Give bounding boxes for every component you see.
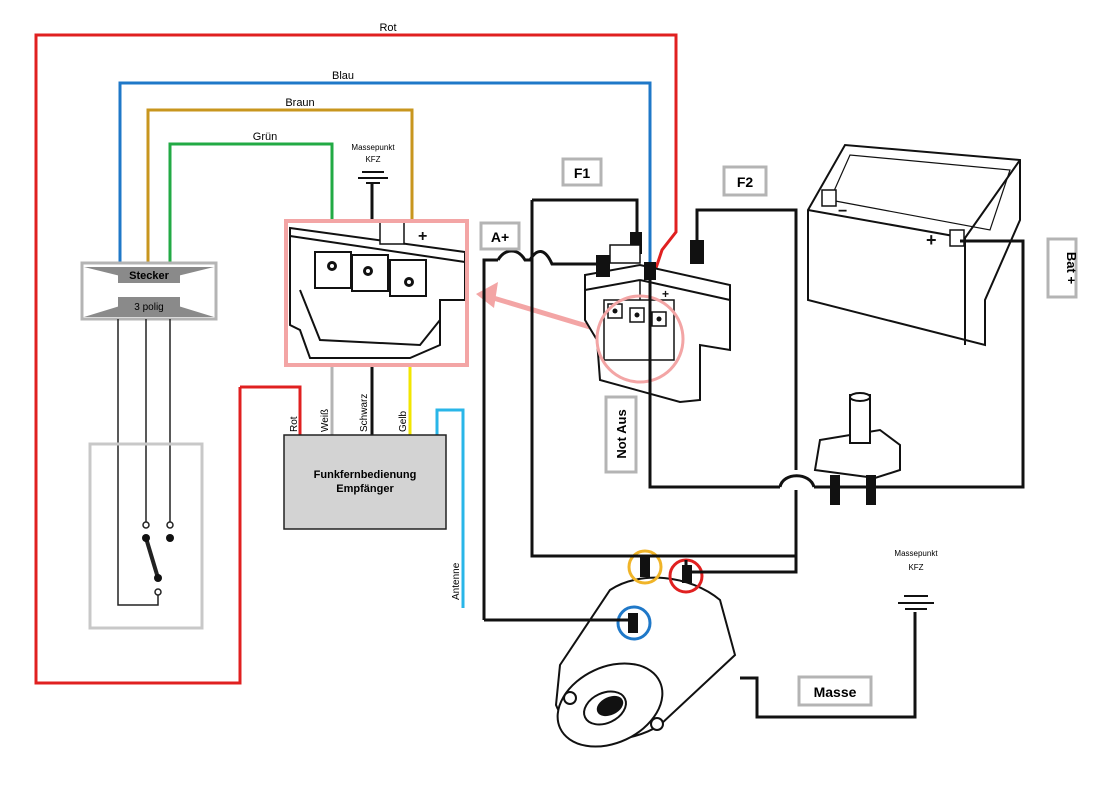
terminal-f1-box: [561, 157, 603, 187]
label-rot: Rot: [379, 22, 396, 34]
svg-text:+: +: [662, 287, 669, 301]
terminal-not-aus-label: Not Aus: [614, 409, 629, 458]
terminal-bat-plus-box: [1046, 237, 1078, 299]
plug-connector: Stecker 3 polig: [80, 261, 218, 321]
terminal-bat-plus-label: Bat +: [1064, 252, 1079, 285]
label-braun: Braun: [285, 97, 314, 109]
plug-subtitle: 3 polig: [134, 302, 163, 313]
plug-title: Stecker: [129, 270, 169, 282]
zoom-arrow-icon: [476, 282, 601, 333]
relay-detail-frame: [284, 219, 469, 367]
label-rot-vertical: Rot: [289, 416, 300, 432]
svg-text:+: +: [926, 230, 937, 250]
motor-terminal-a-ring: [616, 605, 652, 641]
receiver-box: [283, 434, 447, 530]
toggle-switch-icon: [142, 521, 174, 596]
terminal-f2-label: F2: [737, 174, 754, 190]
wire-blue: [118, 81, 652, 270]
wire-brown: [146, 108, 414, 265]
ground-bottom-label-1: Massepunkt: [894, 549, 938, 558]
solenoid-relay: +: [584, 232, 731, 404]
ground-bottom-label-2: KFZ: [908, 563, 923, 572]
label-gelb: Gelb: [398, 410, 409, 432]
wire-green: [168, 142, 334, 265]
label-blau: Blau: [332, 70, 354, 82]
relay-detail-zoom: +: [286, 221, 467, 365]
label-weiss: Weiß: [320, 409, 331, 432]
terminal-not-aus-box: [604, 395, 638, 474]
receiver-line2: Empfänger: [336, 483, 394, 495]
label-antenne: Antenne: [451, 562, 462, 600]
emergency-switch-icon: [813, 392, 901, 505]
terminal-masse-box: [797, 675, 873, 707]
battery-icon: − +: [807, 143, 1021, 347]
motor-icon: [554, 557, 737, 748]
label-gruen: Grün: [253, 131, 277, 143]
wire-red-receiver: [240, 385, 302, 435]
ground-top-label-2: KFZ: [365, 155, 380, 164]
relay-highlight-circle: [595, 294, 685, 384]
switch-box: [88, 442, 204, 630]
wire-red: [34, 33, 678, 685]
svg-text:−: −: [838, 203, 847, 220]
wire-antenna: [435, 408, 465, 608]
motor-terminal-f1-ring: [627, 549, 663, 585]
terminal-a-plus-label: A+: [491, 229, 509, 245]
label-schwarz: Schwarz: [359, 394, 370, 432]
power-cables: [482, 198, 1025, 719]
terminal-a-plus-box: [479, 221, 521, 251]
ground-top-icon: [358, 171, 388, 184]
switch-wires: [117, 319, 171, 606]
terminal-f2-box: [722, 165, 768, 197]
ground-bottom-icon: [898, 595, 934, 610]
terminal-masse-label: Masse: [814, 684, 857, 700]
svg-text:+: +: [418, 228, 427, 245]
terminal-f1-label: F1: [574, 165, 591, 181]
receiver-line1: Funkfernbedienung: [314, 469, 417, 481]
ground-top-label-1: Massepunkt: [351, 143, 395, 152]
